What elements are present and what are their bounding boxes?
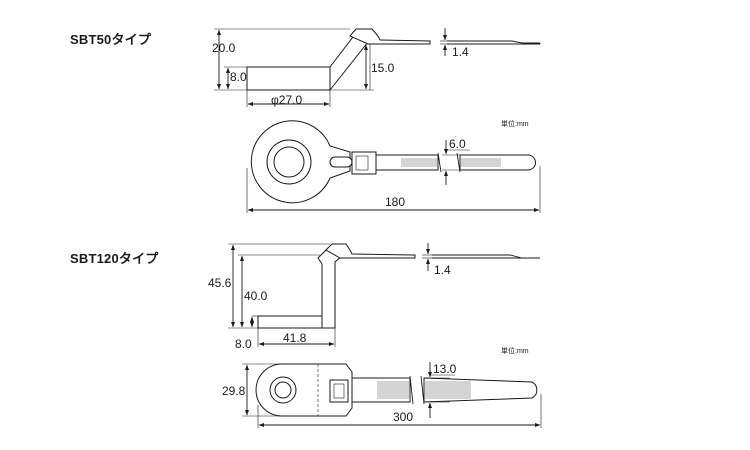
sbt50-label-rise: 15.0 bbox=[371, 61, 395, 75]
sbt50-top-view bbox=[246, 120, 541, 213]
sbt120-top-band-b bbox=[423, 377, 538, 403]
sbt50-side-band-top bbox=[447, 40, 540, 44]
sbt120-side-head bbox=[325, 243, 416, 259]
sbt120-label-total-height: 45.6 bbox=[208, 276, 232, 290]
sbt120-top-band-a bbox=[351, 377, 411, 403]
sbt50-side-view bbox=[214, 28, 541, 107]
sbt120-title: SBT120タイプ bbox=[70, 251, 159, 266]
sbt50-label-total-height: 20.0 bbox=[212, 41, 236, 55]
sbt50-label-total-length: 180 bbox=[385, 195, 406, 209]
sbt50-top-band-a bbox=[375, 154, 439, 171]
sbt120-side-riser bbox=[317, 247, 343, 329]
sbt120-side-view bbox=[228, 243, 540, 347]
sbt50-top-hole-inner bbox=[273, 146, 305, 178]
sbt50-title: SBT50タイプ bbox=[70, 32, 152, 47]
sbt50-label-band-width: 6.0 bbox=[449, 137, 466, 151]
sbt120-label-thickness: 1.4 bbox=[434, 263, 451, 277]
sbt120-side-base bbox=[257, 315, 323, 329]
sbt50-side-head bbox=[349, 28, 431, 45]
sbt50-top-slot bbox=[329, 156, 353, 168]
sbt120-label-head-width: 29.8 bbox=[222, 384, 246, 398]
sbt120-label-total-length: 300 bbox=[393, 410, 414, 424]
sbt120-label-inner-height: 40.0 bbox=[244, 289, 268, 303]
sbt120-top-view bbox=[242, 362, 542, 428]
sbt120-label-base-length: 41.8 bbox=[283, 331, 307, 345]
sbt50-label-thickness: 1.4 bbox=[452, 45, 469, 59]
sbt120-unit-label: 単位:mm bbox=[501, 348, 529, 355]
sbt120-label-band-width: 13.0 bbox=[433, 362, 457, 376]
sbt50-unit-label: 単位:mm bbox=[501, 121, 529, 128]
sbt50-label-base-height: 8.0 bbox=[230, 70, 247, 84]
sbt50-top-band-b bbox=[459, 154, 536, 171]
sbt50-label-diameter: φ27.0 bbox=[271, 93, 303, 107]
sbt50-top-lock-head bbox=[351, 151, 377, 175]
sbt120-top-hole-inner bbox=[274, 381, 292, 399]
sbt120-label-base-offset: 8.0 bbox=[235, 337, 252, 351]
sbt50-side-base bbox=[246, 66, 331, 91]
sbt120-top-lock bbox=[329, 379, 349, 403]
